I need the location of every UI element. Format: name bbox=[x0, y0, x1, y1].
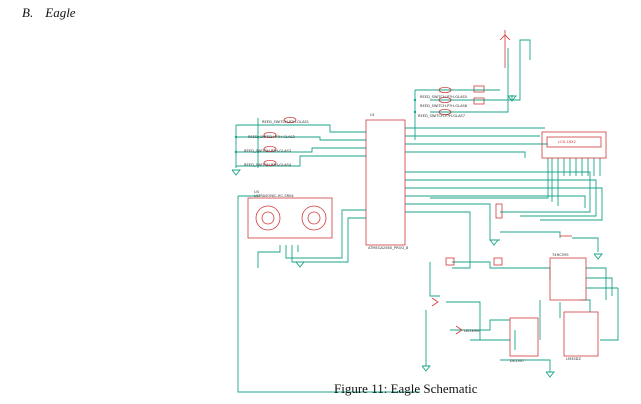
reed-left-label-3: REED_SWITCH-P?H-GLAS3 bbox=[244, 149, 291, 153]
reed-left-label-4: REED_SWITCH-P?H-GLAS4 bbox=[244, 163, 292, 167]
schematic-wires bbox=[235, 39, 619, 393]
reed-right-label-3: REED_SWITCH-P?H-GLAS7 bbox=[418, 114, 465, 118]
ic-shift-register bbox=[549, 257, 587, 301]
ic-mid-label: DS1307 bbox=[510, 359, 524, 363]
section-number: B. bbox=[22, 5, 34, 20]
ultrasonic-sensor bbox=[247, 197, 333, 239]
reed-switch-left bbox=[263, 117, 297, 166]
schematic-labels: U1 ATMEGA2560_PROG_8 U4 ULTRASONIC-HC-SR… bbox=[244, 95, 581, 363]
ic-temp bbox=[563, 311, 599, 357]
lcd-module bbox=[541, 131, 607, 159]
reed-switch-right bbox=[438, 85, 485, 116]
section-heading: B. Eagle bbox=[22, 5, 76, 21]
junction-dots bbox=[234, 98, 417, 154]
figure-caption: Figure 11: Eagle Schematic bbox=[334, 381, 478, 396]
lcd-label: LCD-16X2 bbox=[558, 140, 576, 144]
sensor-name-label: ULTRASONIC-HC-SR04 bbox=[254, 194, 294, 198]
ground-symbols bbox=[231, 95, 603, 378]
led-label: LED3MM bbox=[464, 329, 480, 333]
ic-rtc bbox=[509, 317, 539, 357]
reed-left-label-2: REED_SWITCH-P?H-GLAS2 bbox=[248, 135, 295, 139]
mcu-chip bbox=[365, 119, 406, 246]
mcu-name-label: ATMEGA2560_PROG_8 bbox=[368, 246, 409, 250]
reed-right-label-2: REED_SWITCH-P?H-GLAS6 bbox=[420, 104, 468, 108]
mcu-ref-label: U1 bbox=[370, 113, 375, 117]
schematic-parts bbox=[247, 30, 607, 357]
ic-right-label: LM35DZ bbox=[566, 357, 581, 361]
sensor-ref-label: U4 bbox=[254, 190, 260, 194]
section-title: Eagle bbox=[45, 5, 76, 20]
ic-top-label: 74HC595 bbox=[552, 253, 569, 257]
reed-right-label-1: REED_SWITCH-P?H-GLAS5 bbox=[420, 95, 467, 99]
reed-left-label-1: REED_SWITCH-P?H-GLAS1 bbox=[262, 120, 309, 124]
